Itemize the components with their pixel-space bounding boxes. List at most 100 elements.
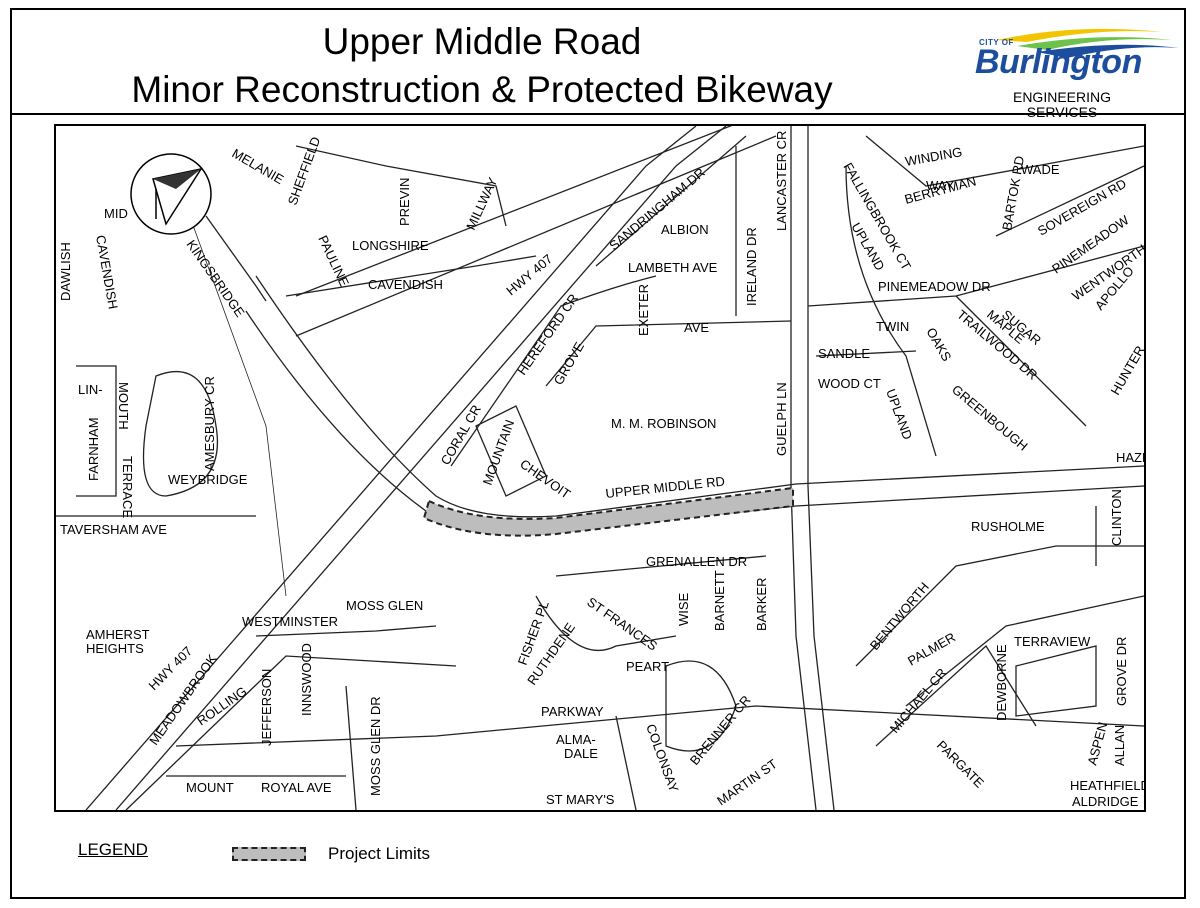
label-amesbury-cr: AMESBURY CR xyxy=(202,376,217,471)
label-dale: DALE xyxy=(564,746,598,761)
label-twin: TWIN xyxy=(876,319,909,334)
label-amherst: AMHERST xyxy=(86,627,150,642)
label-grove: GROVE xyxy=(551,339,588,387)
label-michael-cr: MICHAEL CR xyxy=(887,665,950,736)
label-mm-robinson: M. M. ROBINSON xyxy=(611,416,716,431)
label-moss-glen: MOSS GLEN xyxy=(346,598,423,613)
label-exeter: EXETER xyxy=(636,284,651,336)
sandle-wood xyxy=(815,350,917,357)
terraview-cr xyxy=(1015,645,1097,717)
legend-project-limits-label: Project Limits xyxy=(328,844,431,863)
trailwood-dr xyxy=(955,295,1087,427)
label-dewborne: DEWBORNE xyxy=(994,644,1009,721)
label-farnham: FARNHAM xyxy=(86,417,101,481)
amesbury-cr xyxy=(142,371,218,497)
label-ave: AVE xyxy=(684,320,709,335)
label-sandle: SANDLE xyxy=(818,346,870,361)
label-albion: ALBION xyxy=(661,222,709,237)
westminster-dr xyxy=(255,625,437,637)
label-cavendish-north: CAVENDISH xyxy=(368,277,443,292)
label-grove-dr: GROVE DR xyxy=(1114,637,1129,706)
winding-way xyxy=(865,135,1144,187)
cavendish-dr xyxy=(285,255,537,297)
label-peart: PEART xyxy=(626,659,669,674)
label-heights: HEIGHTS xyxy=(86,641,144,656)
label-chevoit: CHEVOIT xyxy=(517,456,573,501)
palmer-dr xyxy=(905,595,1144,707)
logo-department: ENGINEERING xyxy=(1012,89,1111,105)
label-way: WAY xyxy=(926,178,954,193)
label-wise: WISE xyxy=(676,592,691,626)
label-oaks: OAKS xyxy=(923,325,954,364)
label-barnett: BARNETT xyxy=(712,570,727,631)
label-mountain: MOUNTAIN xyxy=(480,418,517,487)
label-dawlish: DAWLISH xyxy=(58,242,73,301)
upper-middle-road xyxy=(255,275,1144,518)
logo-department-services: SERVICES xyxy=(1026,104,1098,120)
label-royal-ave: ROYAL AVE xyxy=(261,780,332,795)
upland-dr xyxy=(845,165,937,457)
logo-name: Burlington xyxy=(975,43,1142,81)
legend-project-limits-swatch xyxy=(232,847,306,861)
lin-mouth-terrace xyxy=(76,365,117,497)
sovereign-rd xyxy=(995,165,1144,237)
kingsbridge-ct xyxy=(205,215,267,302)
label-rolling: ROLLING xyxy=(194,683,249,728)
mountain-ct xyxy=(475,405,547,497)
label-greenbough: GREENBOUGH xyxy=(949,382,1031,454)
sheffield-dr xyxy=(295,145,507,227)
label-brenner-cr: BRENNER CR xyxy=(687,692,754,767)
label-innswood: INNSWOOD xyxy=(299,643,314,716)
label-coral-cr: CORAL CR xyxy=(438,402,484,467)
label-upland-south: UPLAND xyxy=(883,387,915,442)
street-map[interactable]: UPPER MIDDLE RD M. M. ROBINSON GUELPH LN… xyxy=(56,126,1144,810)
map-area[interactable]: UPPER MIDDLE RD M. M. ROBINSON GUELPH LN… xyxy=(54,124,1146,812)
sandringham-dr xyxy=(595,135,747,267)
title-block: Upper Middle Road Minor Reconstruction &… xyxy=(12,10,1184,120)
label-pargate: PARGATE xyxy=(934,738,987,791)
label-sandringham-dr: SANDRINGHAM DR xyxy=(606,165,707,254)
label-longshire: LONGSHIRE xyxy=(352,238,429,253)
label-mouth: MOUTH xyxy=(116,382,131,430)
map-title: Upper Middle Road xyxy=(322,21,642,62)
label-mount: MOUNT xyxy=(186,780,234,795)
label-martin-st: MARTIN ST xyxy=(714,756,780,808)
label-terrace: TERRACE xyxy=(120,456,135,518)
label-lancaster-cr: LANCASTER CR xyxy=(774,131,789,231)
label-wade: WADE xyxy=(1021,162,1060,177)
hwy-407-ramp xyxy=(295,126,733,297)
st-frances-dr xyxy=(535,595,677,651)
label-grenallen-dr: GRENALLEN DR xyxy=(646,554,747,569)
label-previn: PREVIN xyxy=(397,178,412,226)
legend-title: LEGEND xyxy=(78,840,148,859)
label-colonsay: COLONSAY xyxy=(643,722,682,794)
label-upper-middle-rd: UPPER MIDDLE RD xyxy=(605,474,726,501)
label-rusholme: RUSHOLME xyxy=(971,519,1045,534)
label-melanie: MELANIE xyxy=(230,146,287,188)
label-wood-ct: WOOD CT xyxy=(818,376,881,391)
michael-cr xyxy=(875,644,1037,747)
label-kingsbridge: KINGSBRIDGE xyxy=(184,237,248,320)
label-cavendish-west: CAVENDISH xyxy=(93,234,121,310)
label-alma: ALMA- xyxy=(556,732,596,747)
label-barker: BARKER xyxy=(754,578,769,631)
label-ireland-dr: IRELAND DR xyxy=(744,227,759,306)
label-guelph-ln: GUELPH LN xyxy=(774,382,789,456)
label-taversham-ave: TAVERSHAM AVE xyxy=(60,522,167,537)
hereford-cr xyxy=(450,275,657,467)
label-mid: MID xyxy=(104,206,128,221)
label-aldridge: ALDRIDGE xyxy=(1072,794,1139,809)
label-aspen: ASPEN xyxy=(1084,720,1110,766)
logo-city-of: CITY OF xyxy=(979,38,1014,47)
meadowbrook xyxy=(125,655,457,810)
page-frame xyxy=(10,8,1186,899)
label-clinton: CLINTON xyxy=(1109,489,1124,546)
label-terraview: TERRAVIEW xyxy=(1014,634,1091,649)
guelph-line xyxy=(790,126,817,810)
label-winding: WINDING xyxy=(904,144,964,169)
label-moss-glen-dr: MOSS GLEN DR xyxy=(368,696,383,796)
label-lambeth-ave: LAMBETH AVE xyxy=(628,260,718,275)
map-subtitle: Minor Reconstruction & Protected Bikeway xyxy=(131,69,833,110)
colonsay-dr xyxy=(615,715,637,810)
label-lin: LIN- xyxy=(78,382,103,397)
